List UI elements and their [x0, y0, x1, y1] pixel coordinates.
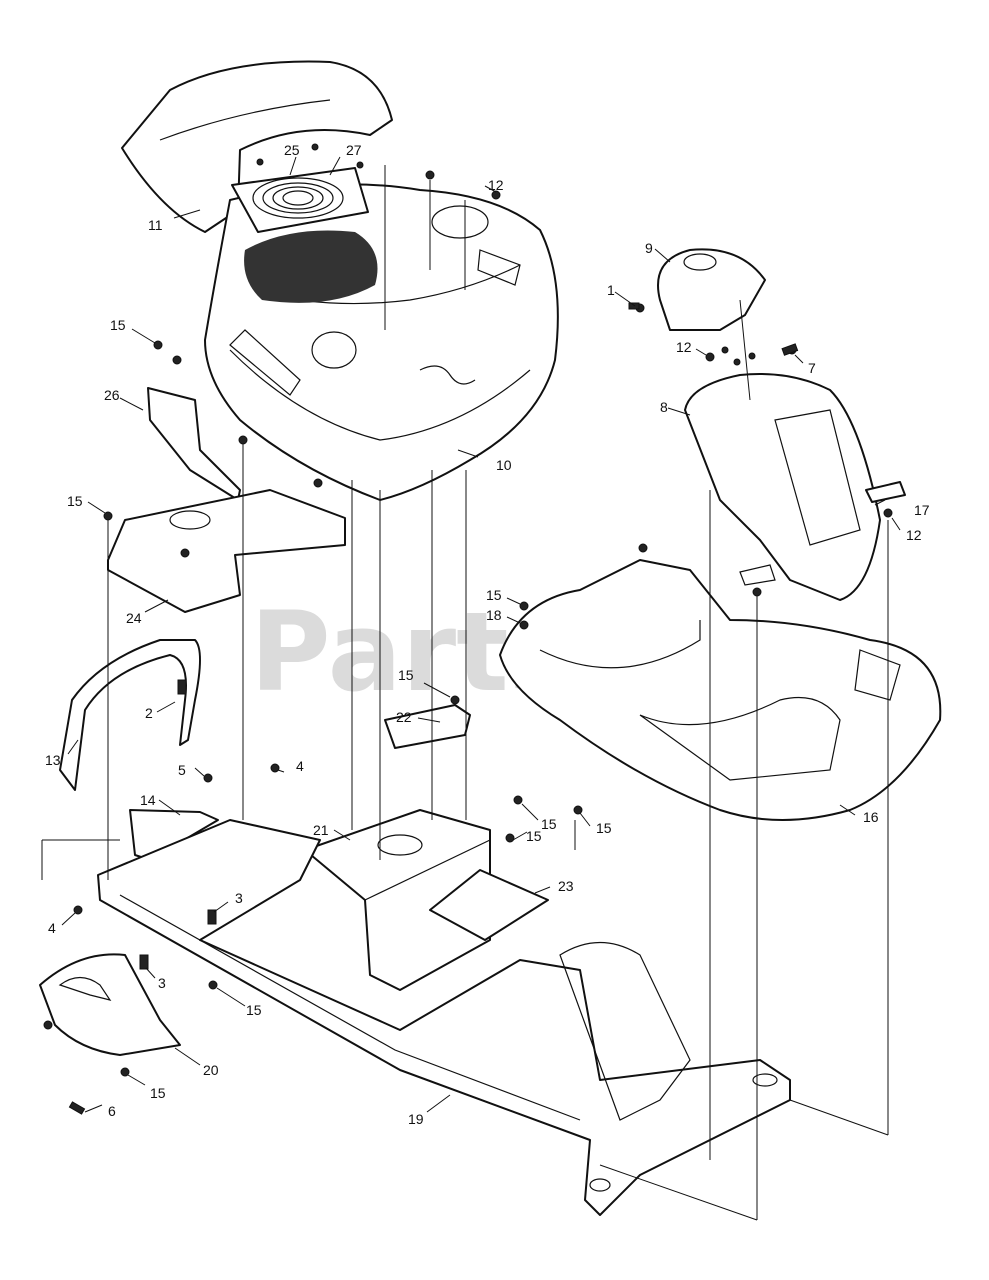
callout-leaders	[61, 156, 901, 1113]
callout-11: 11	[148, 217, 163, 233]
callout-6: 6	[108, 1103, 116, 1119]
deck-plate	[39, 953, 181, 1056]
rear-fender	[499, 559, 942, 821]
callout-15: 15	[486, 587, 502, 603]
callout-17: 17	[914, 502, 930, 518]
callout-24: 24	[126, 610, 142, 626]
callouts: 25 27 11 12 1 9 12 7 8 17 12 10 15 26 15…	[45, 142, 930, 1127]
support-bracket	[107, 489, 346, 613]
callout-3: 3	[235, 890, 243, 906]
callout-2: 2	[145, 705, 153, 721]
callout-15: 15	[526, 828, 542, 844]
callout-9: 9	[645, 240, 653, 256]
callout-25: 25	[284, 142, 300, 158]
callout-13: 13	[45, 752, 61, 768]
callout-15: 15	[150, 1085, 166, 1101]
callout-22: 22	[396, 709, 412, 725]
callout-3: 3	[158, 975, 166, 991]
callout-15: 15	[110, 317, 126, 333]
assembly-lines	[41, 165, 889, 1221]
hardware	[43, 143, 893, 1115]
callout-26: 26	[104, 387, 120, 403]
dashboard-cap	[657, 248, 766, 331]
bracket-plate	[147, 387, 241, 501]
callout-1: 1	[607, 282, 615, 298]
callout-15: 15	[67, 493, 83, 509]
fan-grille	[231, 167, 369, 233]
callout-5: 5	[178, 762, 186, 778]
callout-10: 10	[496, 457, 512, 473]
steering-console	[684, 373, 881, 601]
callout-14: 14	[140, 792, 156, 808]
callout-15: 15	[398, 667, 414, 683]
callout-12: 12	[906, 527, 922, 543]
callout-27: 27	[346, 142, 362, 158]
handle-bar	[59, 639, 201, 791]
callout-19: 19	[408, 1111, 424, 1127]
callout-20: 20	[203, 1062, 219, 1078]
pedal-cap	[865, 481, 906, 503]
hood-cover	[121, 60, 393, 233]
callout-7: 7	[808, 360, 816, 376]
callout-18: 18	[486, 607, 502, 623]
callout-12: 12	[676, 339, 692, 355]
chassis-frame	[97, 819, 791, 1216]
callout-16: 16	[863, 809, 879, 825]
callout-23: 23	[558, 878, 574, 894]
callout-8: 8	[660, 399, 668, 415]
callout-15: 15	[596, 820, 612, 836]
callout-15: 15	[246, 1002, 262, 1018]
callout-12: 12	[488, 177, 504, 193]
steering-bracket	[384, 704, 471, 749]
callout-21: 21	[313, 822, 329, 838]
callout-15: 15	[541, 816, 557, 832]
floor-pan	[429, 869, 549, 941]
mesh-screen	[244, 230, 378, 303]
callout-4: 4	[48, 920, 56, 936]
callout-4: 4	[296, 758, 304, 774]
